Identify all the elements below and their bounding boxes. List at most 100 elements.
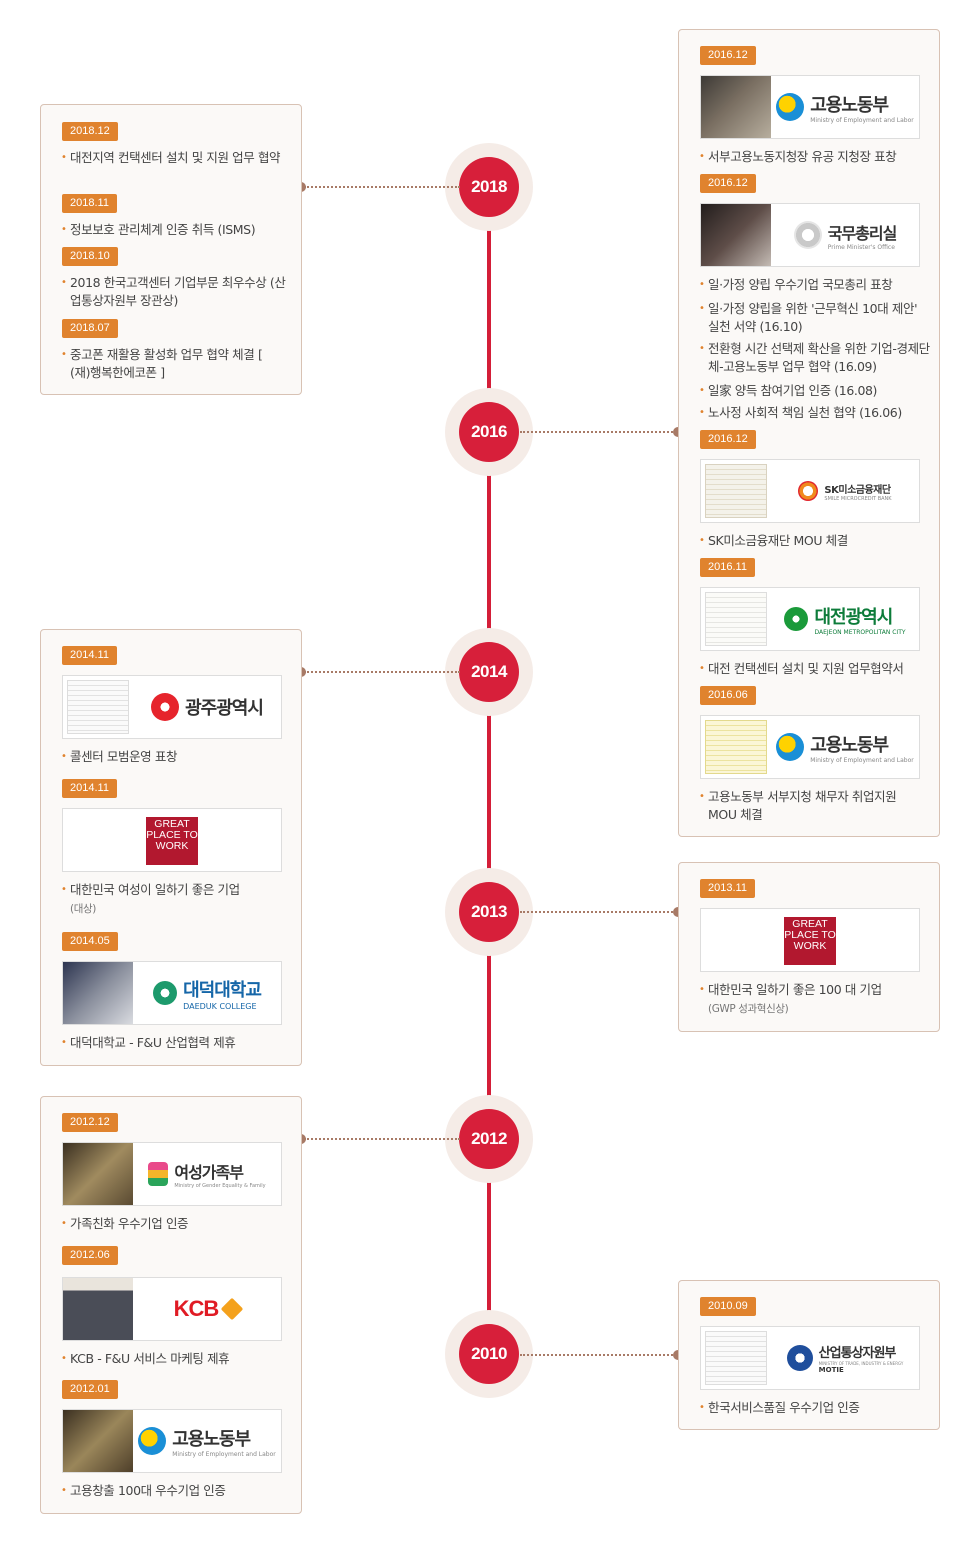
connector-line bbox=[304, 671, 460, 673]
date-tag: 2018.11 bbox=[62, 194, 117, 213]
connector-line bbox=[520, 1354, 676, 1356]
logo-subtext: SMILE MICROCREDIT BANK bbox=[824, 495, 892, 502]
logo-text: 여성가족부 bbox=[174, 1163, 244, 1182]
date-tag: 2012.01 bbox=[62, 1380, 118, 1399]
connector-line bbox=[520, 431, 676, 433]
gptw-logo: GREAT PLACE TO WORK bbox=[784, 917, 836, 965]
history-item: 중고폰 재활용 활성화 업무 협약 체결 [ (재)행복한에코폰 ] bbox=[61, 346, 286, 382]
gptw-logo: GREAT PLACE TO WORK bbox=[146, 817, 198, 865]
history-item: 일家 양득 참여기업 인증 (16.08) bbox=[699, 382, 929, 400]
year-2016-marker: 2016 bbox=[445, 388, 533, 476]
history-item: 대덕대학교 - F&U 산업협력 제휴 bbox=[61, 1034, 291, 1052]
history-item: SK미소금융재단 MOU 체결 bbox=[699, 532, 929, 550]
date-tag: 2016.12 bbox=[700, 174, 756, 193]
year-label: 2010 bbox=[459, 1324, 519, 1384]
history-item: 2018 한국고객센터 기업부문 최우수상 (산업통상자원부 장관상) bbox=[61, 274, 293, 310]
kcb-logo: KCB bbox=[133, 1278, 281, 1340]
date-tag: 2010.09 bbox=[700, 1297, 756, 1316]
document-photo bbox=[705, 720, 767, 774]
date-tag: 2014.11 bbox=[62, 779, 117, 798]
motie-icon bbox=[786, 1345, 813, 1371]
history-item: 전환형 시간 선택제 확산을 위한 기업-경제단체-고용노동부 업무 협약 (1… bbox=[699, 340, 931, 376]
ceremony-photo bbox=[63, 1278, 133, 1340]
connector-line bbox=[520, 911, 676, 913]
history-item: KCB - F&U 서비스 마케팅 제휴 bbox=[61, 1350, 291, 1368]
document-photo bbox=[705, 464, 767, 518]
history-item-sub: (대상) bbox=[70, 903, 96, 915]
daeduk-icon bbox=[153, 981, 178, 1005]
mogef-icon bbox=[148, 1162, 169, 1186]
logo-text: 고용노동부 bbox=[172, 1428, 251, 1450]
award-image: KCB bbox=[62, 1277, 282, 1341]
logo-subtext: Prime Minister's Office bbox=[827, 243, 895, 251]
gwangju-icon bbox=[151, 693, 180, 721]
plaque-photo bbox=[63, 1410, 133, 1472]
history-item: 대전 컨택센터 설치 및 지원 업무협약서 bbox=[699, 660, 931, 678]
history-item: 가족친화 우수기업 인증 bbox=[61, 1215, 291, 1233]
logo-subtext: Ministry of Gender Equality & Family bbox=[174, 1183, 266, 1189]
date-tag: 2016.11 bbox=[700, 558, 755, 577]
history-item-text: 대한민국 여성이 일하기 좋은 기업 bbox=[70, 882, 240, 897]
history-item: 고용창출 100대 우수기업 인증 bbox=[61, 1482, 291, 1500]
history-item: 대전지역 컨택센터 설치 및 지원 업무 협약 bbox=[61, 149, 286, 167]
timeline-line bbox=[487, 187, 491, 1357]
history-item: 한국서비스품질 우수기업 인증 bbox=[699, 1399, 929, 1417]
logo-text: 국무총리실 bbox=[827, 223, 898, 243]
logo-subtext: Ministry of Employment and Labor bbox=[172, 1450, 276, 1458]
connector-line bbox=[304, 1138, 460, 1140]
year-label: 2016 bbox=[459, 402, 519, 462]
logo-text: SK미소금융재단 bbox=[824, 484, 891, 496]
logo-text: 산업통상자원부 bbox=[818, 1346, 897, 1361]
moel-icon bbox=[138, 1427, 167, 1455]
date-tag: 2018.10 bbox=[62, 247, 118, 266]
history-box-2014: 2014.11 광주광역시 콜센터 모범운영 표창 2014.11 GREAT … bbox=[40, 629, 302, 1066]
award-image: GREAT PLACE TO WORK bbox=[700, 908, 920, 972]
history-item: 고용노동부 서부지청 채무자 취업지원 MOU 체결 bbox=[699, 788, 924, 824]
date-tag: 2016.06 bbox=[700, 686, 756, 705]
history-box-2013: 2013.11 GREAT PLACE TO WORK 대한민국 일하기 좋은 … bbox=[678, 862, 940, 1032]
document-photo bbox=[705, 592, 767, 646]
logo-text: 광주광역시 bbox=[185, 698, 264, 719]
sk-icon bbox=[798, 481, 819, 501]
history-item: 서부고용노동지청장 유공 지청장 표창 bbox=[699, 148, 929, 166]
logo-text: 대덕대학교 bbox=[183, 979, 262, 1001]
document-photo bbox=[67, 680, 129, 734]
logo-abbr: MOTIE bbox=[818, 1366, 844, 1374]
date-tag: 2018.12 bbox=[62, 122, 118, 141]
history-item: 콜센터 모범운영 표창 bbox=[61, 748, 291, 766]
logo-subtext: MINISTRY OF TRADE, INDUSTRY & ENERGY bbox=[818, 1361, 904, 1366]
award-image: GREAT PLACE TO WORK bbox=[62, 808, 282, 872]
plaque-photo bbox=[63, 1143, 133, 1205]
connector-line bbox=[304, 186, 460, 188]
award-image: 광주광역시 bbox=[62, 675, 282, 739]
year-label: 2014 bbox=[459, 642, 519, 702]
history-item: 대한민국 여성이 일하기 좋은 기업 (대상) bbox=[61, 881, 291, 918]
year-label: 2018 bbox=[459, 157, 519, 217]
pmo-icon bbox=[793, 221, 822, 249]
ceremony-photo bbox=[701, 76, 771, 138]
year-2010-marker: 2010 bbox=[445, 1310, 533, 1398]
logo-text: 대전광역시 bbox=[814, 606, 893, 628]
history-item-sub: (GWP 성과혁신상) bbox=[708, 1003, 789, 1015]
history-item: 일·가정 양립을 위한 '근무혁신 10대 제안' 실천 서약 (16.10) bbox=[699, 300, 924, 336]
logo-text: KCB bbox=[173, 1296, 220, 1321]
logo-subtext: DAEJEON METROPOLITAN CITY bbox=[814, 628, 906, 636]
ceremony-photo bbox=[63, 962, 133, 1024]
date-tag: 2016.12 bbox=[700, 430, 756, 449]
